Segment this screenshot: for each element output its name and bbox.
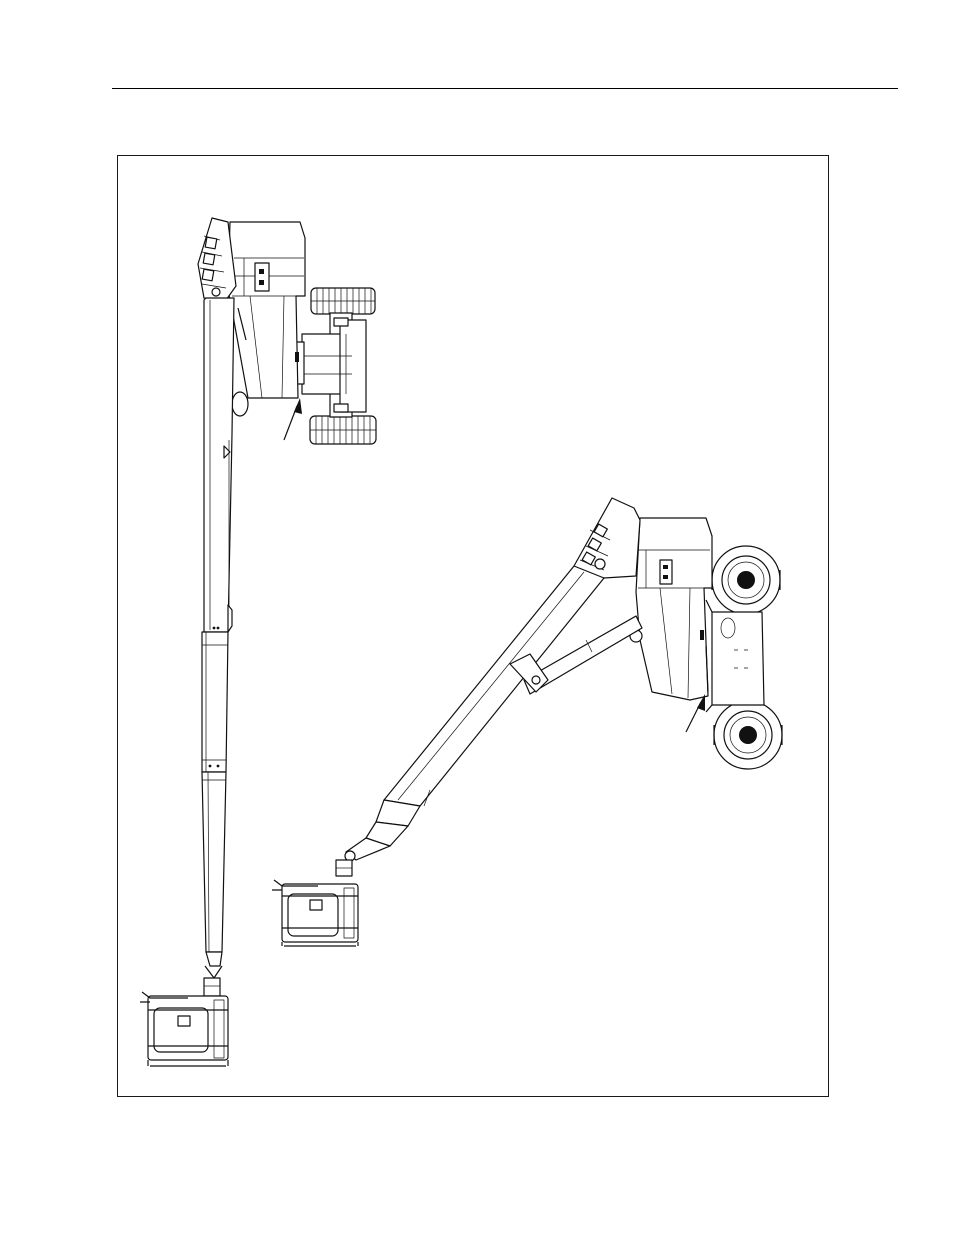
wheel-rear-icon	[714, 701, 782, 769]
wheel-front-icon	[712, 546, 780, 614]
chassis-icon	[296, 313, 366, 417]
platform-basket-icon	[140, 978, 228, 1066]
tire-top-icon	[311, 288, 375, 314]
boom-sections-icon	[202, 298, 234, 978]
turntable-side-icon	[636, 518, 712, 700]
platform-basket-side-icon	[272, 860, 358, 946]
boom-lift-angled	[272, 498, 782, 946]
callout-arrow-upper	[284, 398, 302, 440]
tire-bottom-icon	[310, 416, 376, 444]
boom-angled-icon	[345, 566, 604, 861]
chassis-side-icon	[706, 600, 764, 712]
